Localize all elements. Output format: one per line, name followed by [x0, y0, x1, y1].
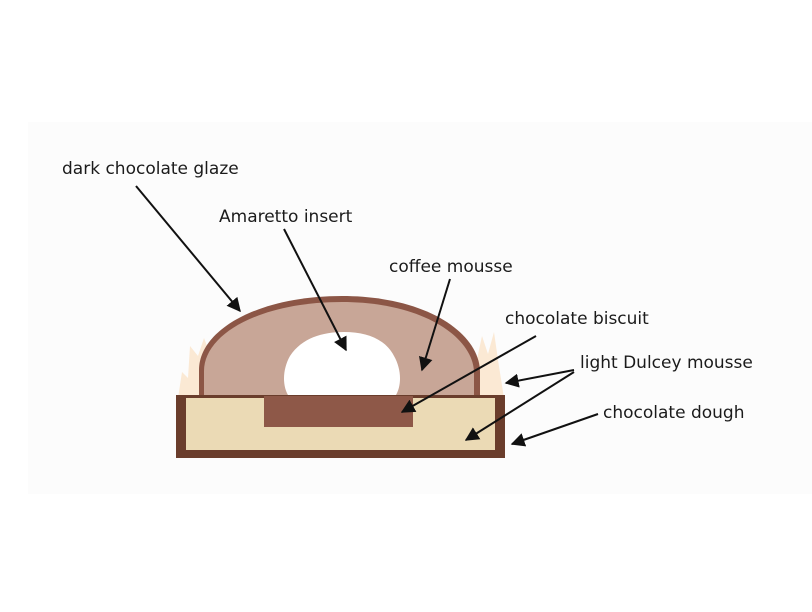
arrow-amaretto-insert: [283, 228, 347, 352]
label-dark-chocolate-glaze: dark chocolate glaze: [62, 159, 239, 179]
arrow-dark-chocolate-glaze: [135, 185, 241, 313]
chocolate-biscuit-layer: [264, 396, 413, 427]
label-chocolate-biscuit: chocolate biscuit: [505, 309, 649, 329]
arrow-coffee-mousse: [419, 278, 451, 372]
annotation-arrows: [135, 185, 599, 447]
amaretto-insert-layer: [284, 332, 400, 398]
label-light-dulcey-mousse: light Dulcey mousse: [580, 353, 753, 373]
label-chocolate-dough: chocolate dough: [603, 403, 745, 423]
arrow-light-dulcey-mousse-2: [464, 371, 575, 441]
arrow-chocolate-biscuit: [400, 335, 537, 413]
label-amaretto-insert: Amaretto insert: [219, 207, 353, 227]
label-coffee-mousse: coffee mousse: [389, 257, 513, 277]
arrow-light-dulcey-mousse-1: [504, 369, 575, 388]
arrow-chocolate-dough: [510, 413, 599, 447]
